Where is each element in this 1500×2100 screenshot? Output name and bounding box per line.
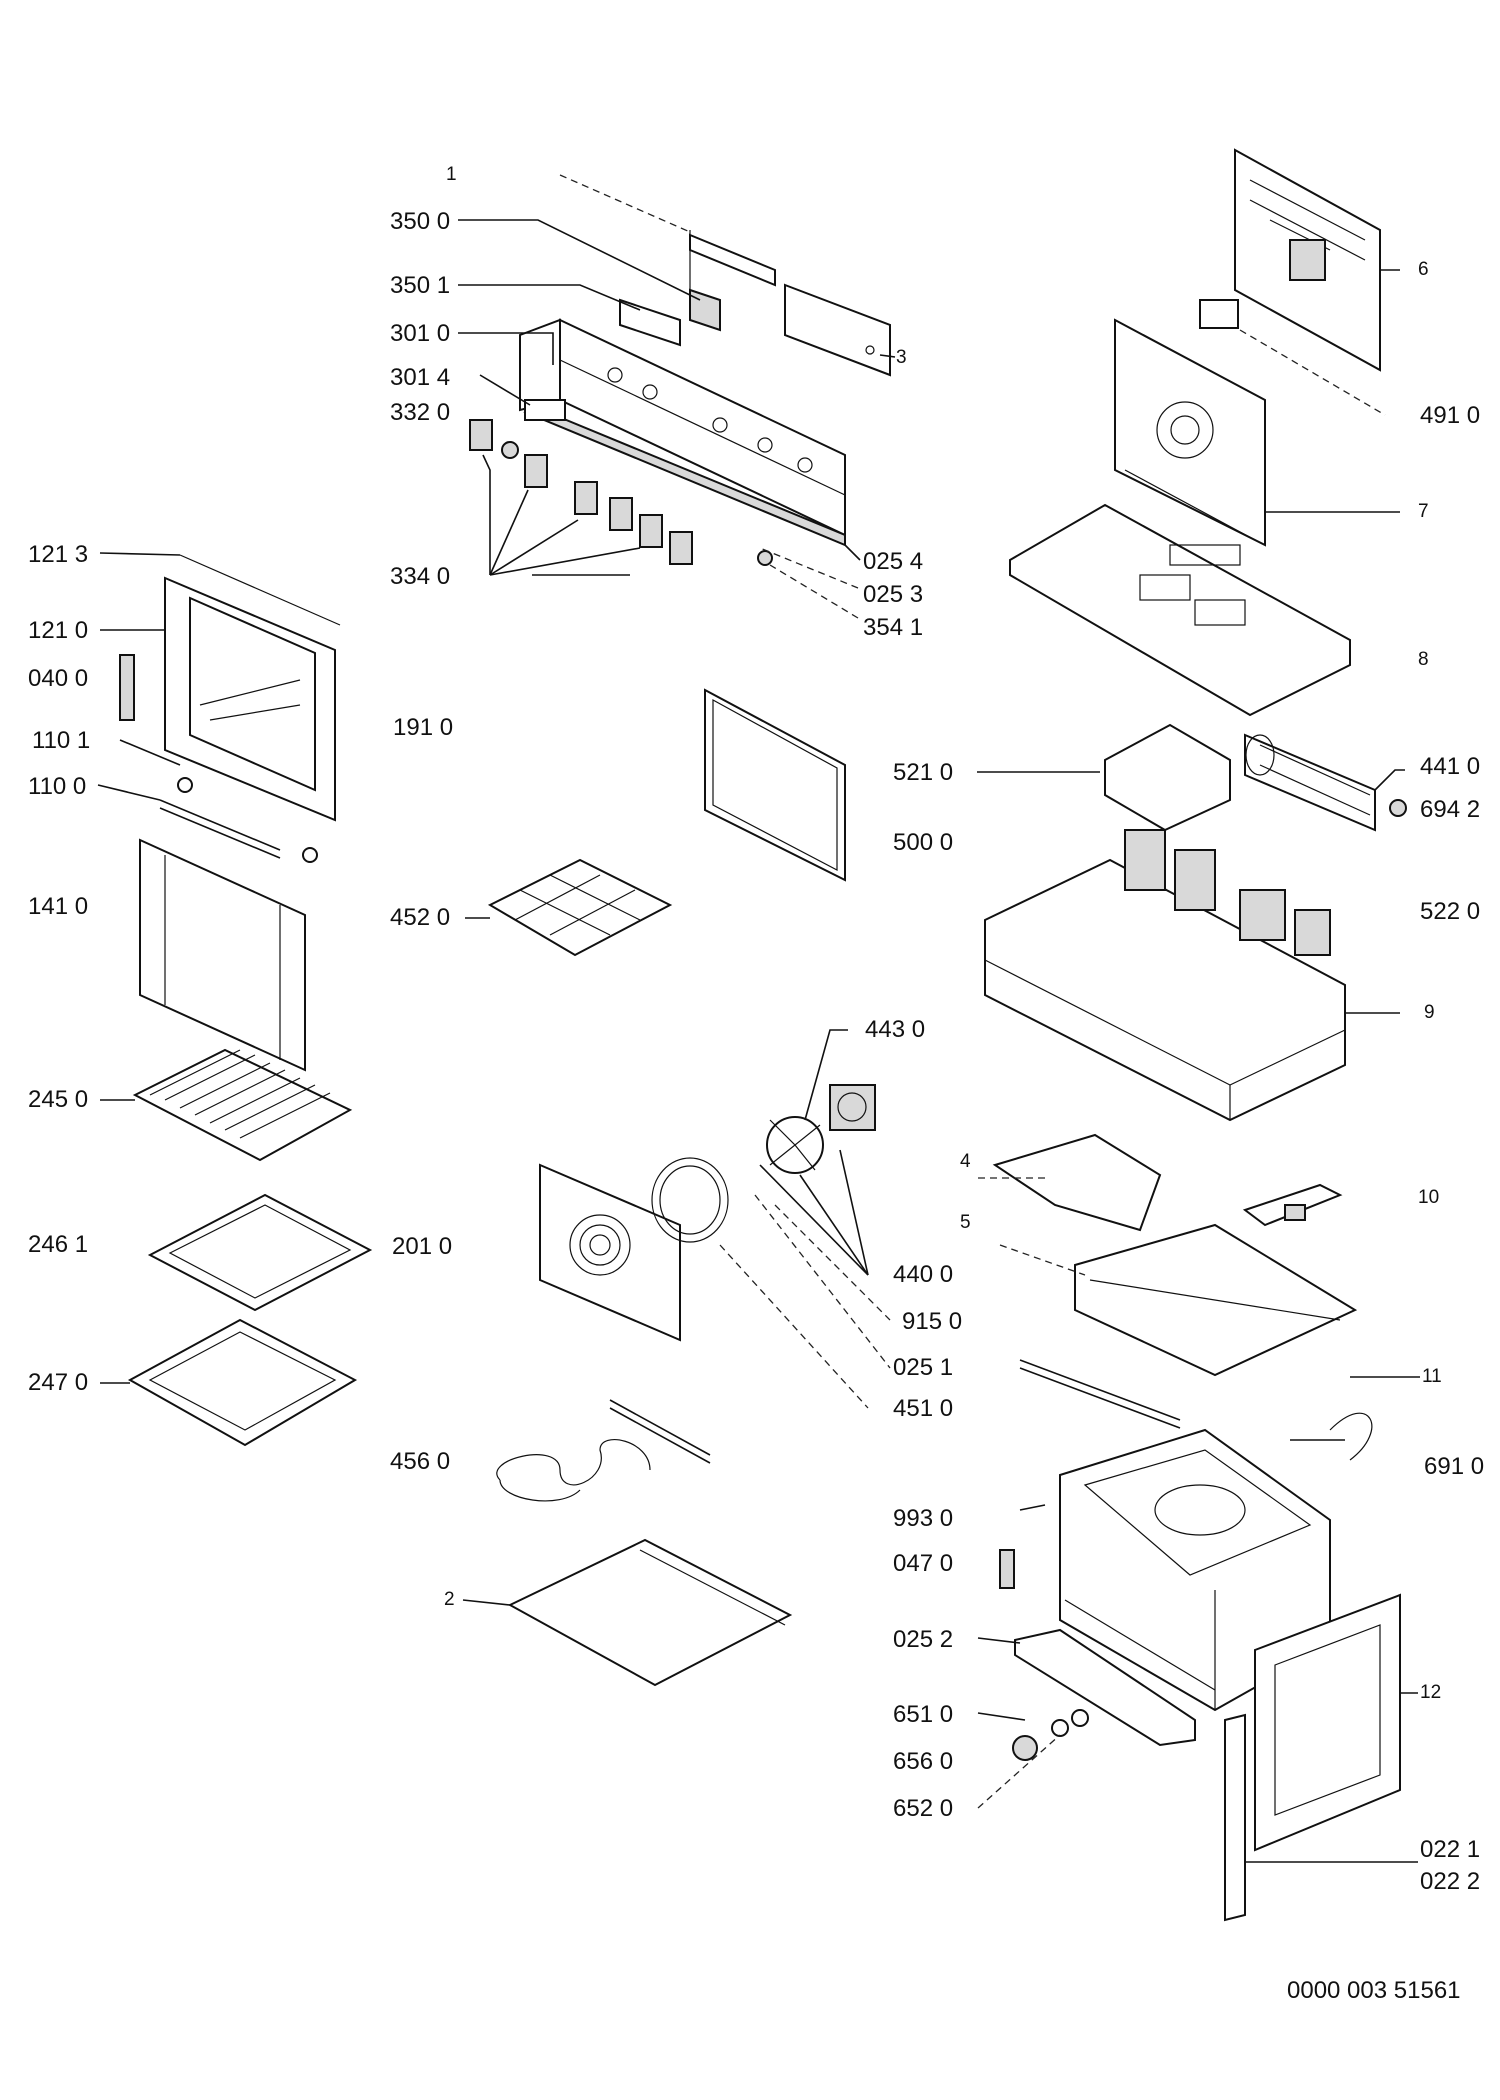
callout-9150: 915 0: [902, 1308, 963, 1335]
part-tangential-fan-4410: [1244, 733, 1407, 832]
callout-1101: 110 1: [32, 727, 91, 754]
callout-10: 10: [1418, 1187, 1440, 1208]
callout-5210: 521 0: [893, 759, 954, 786]
callout-4520: 452 0: [390, 904, 451, 931]
callout-0254: 025 4: [863, 548, 924, 575]
callout-6: 6: [1418, 259, 1429, 280]
part-top-plate-5: [1074, 1223, 1358, 1377]
part-front-frame-0252: [1014, 1628, 1196, 1747]
part-heater-ring-4510: [651, 1157, 729, 1243]
callout-9: 9: [1424, 1002, 1435, 1023]
callout-4400: 440 0: [893, 1261, 954, 1288]
part-hinge-0221: [1224, 1713, 1246, 1922]
callout-6910: 691 0: [1424, 1453, 1485, 1480]
part-fan-cover-1910: [539, 1163, 681, 1342]
part-display-module: [619, 230, 776, 347]
part-lamp-6510: [1012, 1709, 1089, 1761]
part-rear-wall-7: [1114, 318, 1266, 547]
callout-11: 11: [1422, 1366, 1442, 1387]
callout-4: 4: [960, 1151, 971, 1172]
part-side-rail-11: [1019, 1359, 1181, 1429]
callout-0253: 025 3: [863, 581, 924, 608]
callout-4910: 491 0: [1420, 402, 1481, 429]
part-back-cover-6: [1234, 148, 1381, 372]
part-bottom-cover-2: [507, 1538, 793, 1687]
callout-5: 5: [960, 1212, 971, 1233]
leader-lines: [97, 174, 1420, 1863]
callout-5000: 500 0: [893, 829, 954, 856]
callout-4430: 443 0: [865, 1016, 926, 1043]
callout-6942: 694 2: [1420, 796, 1481, 823]
part-rear-bracket-3: [784, 283, 891, 377]
callout-3014: 301 4: [390, 364, 451, 391]
callout-0222: 022 2: [1420, 1868, 1481, 1895]
part-top-cover-8: [1009, 503, 1351, 717]
callout-1213: 121 3: [28, 541, 89, 568]
part-grill-element-4560: [496, 1399, 711, 1502]
part-control-panel: [519, 318, 846, 547]
callout-12: 12: [1420, 1682, 1442, 1703]
callout-0470: 047 0: [893, 1550, 954, 1577]
callout-3320: 332 0: [390, 399, 451, 426]
part-oven-cavity: [1059, 1428, 1331, 1712]
callout-6520: 652 0: [893, 1795, 954, 1822]
callout-0221: 022 1: [1420, 1836, 1481, 1863]
callout-2470: 247 0: [28, 1369, 89, 1396]
callout-0252: 025 2: [893, 1626, 954, 1653]
part-knobs: [469, 399, 773, 566]
callout-1210: 121 0: [28, 617, 89, 644]
callout-3: 3: [896, 347, 907, 368]
callout-2: 2: [444, 1589, 455, 1610]
document-number: 0000 003 51561: [1287, 1977, 1461, 2004]
callout-8: 8: [1418, 649, 1429, 670]
part-deflector-4: [992, 1133, 1162, 1232]
callout-7: 7: [1418, 501, 1429, 522]
part-bracket-5210: [1104, 723, 1231, 832]
callout-4410: 441 0: [1420, 753, 1481, 780]
callout-1100: 110 0: [28, 773, 87, 800]
part-wire-shelf-2450: [132, 1048, 353, 1162]
callout-3500: 350 0: [390, 208, 451, 235]
callout-9930: 993 0: [893, 1505, 954, 1532]
part-deep-pan-2470: [127, 1318, 358, 1447]
callout-0251: 025 1: [893, 1354, 954, 1381]
part-controls-5220: [1124, 829, 1331, 956]
part-side-panel-12: [1254, 1593, 1401, 1852]
callout-4510: 451 0: [893, 1395, 954, 1422]
part-glass-panel-5000: [704, 688, 846, 882]
callout-6510: 651 0: [893, 1701, 954, 1728]
part-fan-blade-4430: [766, 1084, 876, 1174]
callout-3340: 334 0: [390, 563, 451, 590]
callout-3501: 350 1: [390, 272, 451, 299]
callout-6560: 656 0: [893, 1748, 954, 1775]
part-door-latch-0470: [999, 1504, 1046, 1589]
callout-2450: 245 0: [28, 1086, 89, 1113]
callout-3541: 354 1: [863, 614, 924, 641]
part-door-rod-1100: [159, 777, 318, 863]
callout-2010: 201 0: [392, 1233, 453, 1260]
part-bracket-4910: [1199, 299, 1239, 329]
callout-1: 1: [446, 164, 457, 185]
part-hinge-0400: [119, 654, 135, 721]
callout-0400: 040 0: [28, 665, 89, 692]
callout-3010: 301 0: [390, 320, 451, 347]
part-door-frame: [164, 554, 341, 822]
callout-1910: 191 0: [393, 714, 454, 741]
part-insulation-10: [1242, 1183, 1343, 1227]
part-probe-6910: [1290, 1412, 1373, 1461]
part-inner-glass-1410: [139, 838, 306, 1072]
callout-1410: 141 0: [28, 893, 89, 920]
part-tray-2461: [147, 1193, 373, 1312]
callout-5220: 522 0: [1420, 898, 1481, 925]
callout-4560: 456 0: [390, 1448, 451, 1475]
part-grill-rack-4520: [487, 858, 673, 957]
callout-2461: 246 1: [28, 1231, 89, 1258]
part-base-tray-9: [984, 858, 1346, 1122]
